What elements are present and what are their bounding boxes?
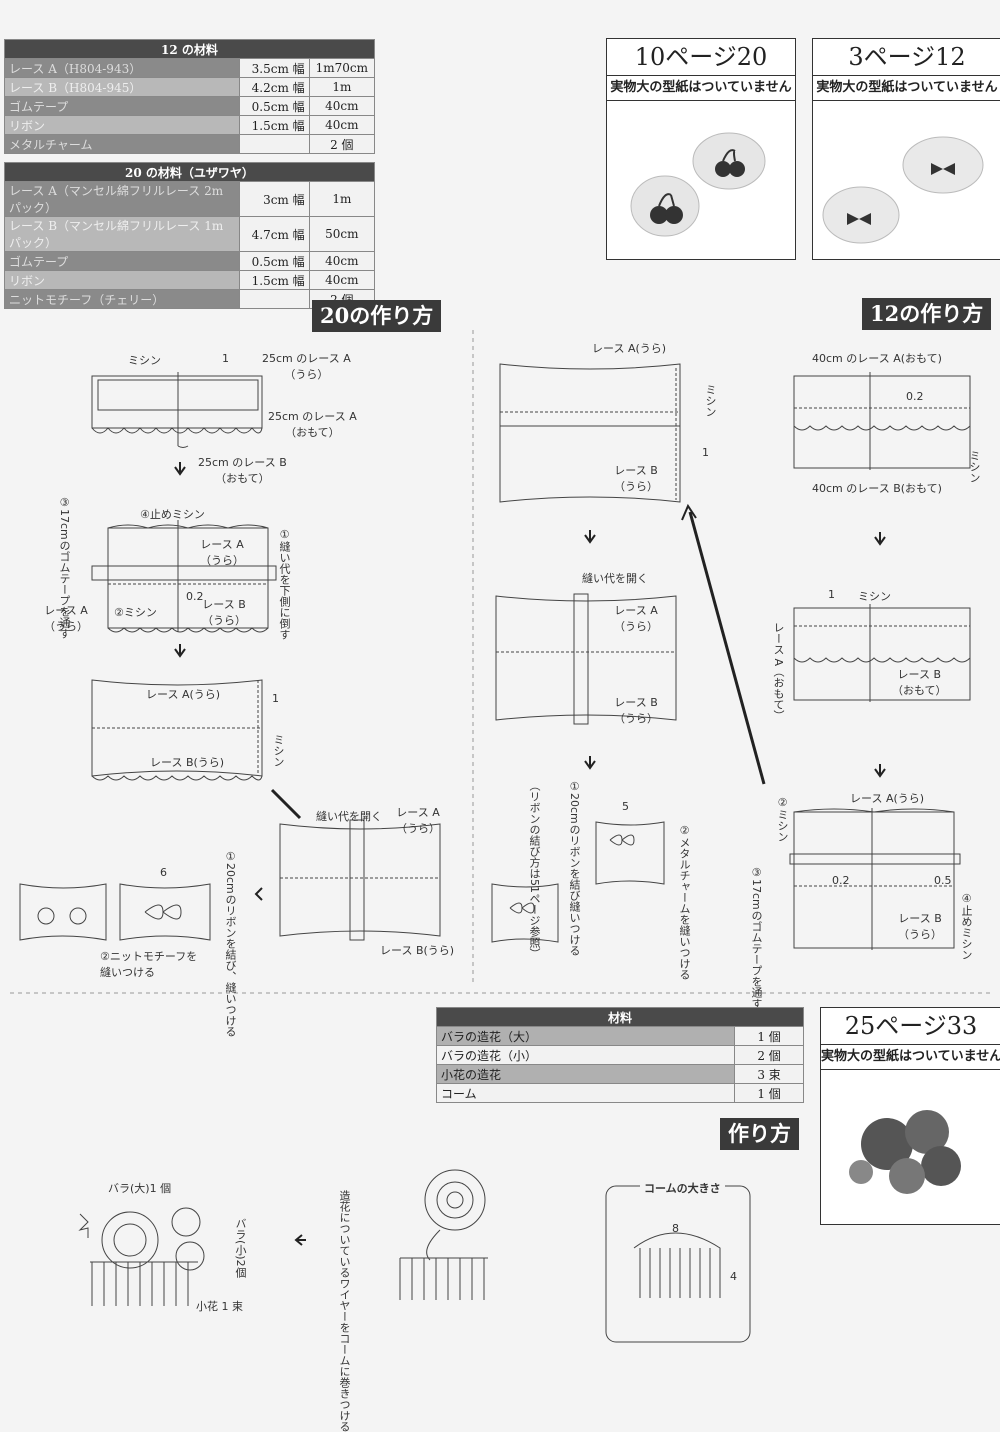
label-1: 1 (828, 588, 835, 601)
label-elastic: ③17cmのゴムテープを通す (58, 496, 71, 639)
diagram-line-art (10, 330, 990, 1343)
label-mishin2: ②ミシン (114, 606, 157, 619)
label-laceA: 40cm のレース A(おもて) (812, 352, 942, 365)
label-laceB: レース B(うら) (150, 756, 225, 769)
reference-title: 25ページ33 (821, 1008, 1000, 1045)
table-row: バラの造花（大）1 個 (435, 1026, 804, 1046)
label-small-flower: 小花 1 束 (196, 1300, 243, 1313)
label-stop: ④止めミシン (960, 892, 973, 960)
materials-table-20: 20 の材料（ユザワヤ） レース A（マンセル綿フリルレース 2m パック）3c… (3, 162, 376, 309)
product-photo (821, 1072, 1000, 1224)
label-laceA: レース A （うら） (614, 604, 658, 633)
label-wire: 造花についているワイヤーをコームに巻きつける (338, 1190, 351, 1432)
label-laceB: レース B （うら） (614, 464, 658, 493)
table-header: 材料 (436, 1007, 804, 1027)
label-fold: ①縫い代を下側に倒す (278, 528, 291, 640)
label-rose-small: バラ(小)2個 (234, 1218, 247, 1278)
label-laceB: レース B （おもて） (892, 668, 947, 697)
label-0.2: 0.2 (906, 390, 924, 403)
label-mishin: ミシン (272, 734, 285, 767)
label-mishin: ミシン (968, 450, 981, 483)
label-charm: ②メタルチャームを縫いつける (678, 824, 691, 980)
label-8: 8 (672, 1222, 679, 1235)
table-header: 12 の材料 (4, 39, 375, 59)
label-open: 縫い代を開く (316, 810, 382, 823)
label-laceA-ura: レース A （うら） (200, 538, 244, 567)
label-laceA: レース A （うら） (396, 806, 440, 835)
label-elastic: ③17cmのゴムテープを通す (750, 866, 763, 1009)
label-laceB: 40cm のレース B(おもて) (812, 482, 942, 495)
section-title-12: 12の作り方 (862, 298, 992, 330)
label-rose-big: バラ(大)1 個 (108, 1182, 172, 1195)
label-stop: ④止めミシン (140, 508, 205, 521)
reference-note: 実物大の型紙はついていません (813, 76, 1000, 101)
label-laceA: レース A（おもて） (772, 622, 785, 722)
label-motif: ②ニットモチーフを 縫いつける (100, 950, 198, 979)
label-laceB: 25cm のレース B （おもて） (198, 456, 287, 485)
label-ribbon: ①20cmのリボンを結び、縫いつける (224, 850, 237, 1037)
label-comb-size: コームの大きさ (640, 1180, 725, 1196)
label-laceB: レース B(うら) (380, 944, 455, 957)
label-ribbon: ①20cmのリボンを結び縫いつける (568, 780, 581, 956)
reference-box-20: 10ページ20 実物大の型紙はついていません (606, 38, 796, 260)
label-open: 縫い代を開く (582, 572, 648, 585)
label-0.2: 0.2 (832, 874, 850, 887)
section-title-20: 20の作り方 (312, 300, 442, 332)
label-1: 1 (272, 692, 279, 705)
label-5: 5 (622, 800, 629, 813)
label-1: 1 (702, 446, 709, 459)
table-header: 20 の材料（ユザワヤ） (4, 162, 375, 182)
label-0.5: 0.5 (934, 874, 952, 887)
label-1: 1 (222, 352, 229, 365)
label-laceA-omote: 25cm のレース A （おもて） (268, 410, 357, 439)
label-laceA: レース A(うら) (592, 342, 667, 355)
label-laceA-ura: 25cm のレース A （うら） (262, 352, 351, 381)
label-mishin: ミシン (704, 384, 717, 417)
label-laceA: レース A(うら) (850, 792, 925, 805)
label-mishin: ②ミシン (776, 796, 789, 842)
label-0.2: 0.2 (186, 590, 204, 603)
reference-note: 実物大の型紙はついていません (607, 76, 795, 101)
reference-box-33: 25ページ33 実物大の型紙はついていません (820, 1007, 1000, 1225)
label-laceB: レース B （うら） (614, 696, 658, 725)
label-4: 4 (730, 1270, 737, 1283)
label-mishin: ミシン (858, 590, 891, 603)
label-laceA-left: レース A （うら） (44, 604, 88, 633)
label-laceB: レース B （うら） (898, 912, 942, 941)
section-title-33: 作り方 (720, 1118, 799, 1150)
label-laceA: レース A(うら) (146, 688, 221, 701)
label-6: 6 (160, 866, 167, 879)
label-laceB-ura: レース B （うら） (202, 598, 246, 627)
product-photo (813, 103, 1000, 259)
reference-note: 実物大の型紙はついていません (821, 1045, 1000, 1070)
reference-title: 3ページ12 (813, 39, 1000, 76)
product-photo (607, 103, 795, 259)
reference-title: 10ページ20 (607, 39, 795, 76)
reference-box-12: 3ページ12 実物大の型紙はついていません (812, 38, 1000, 260)
label-mishin: ミシン (128, 354, 161, 367)
table-row: バラの造花（小）2 個 (435, 1045, 804, 1065)
label-ribbon-ref: （リボンの結び方は51ページ参照） (528, 780, 541, 959)
